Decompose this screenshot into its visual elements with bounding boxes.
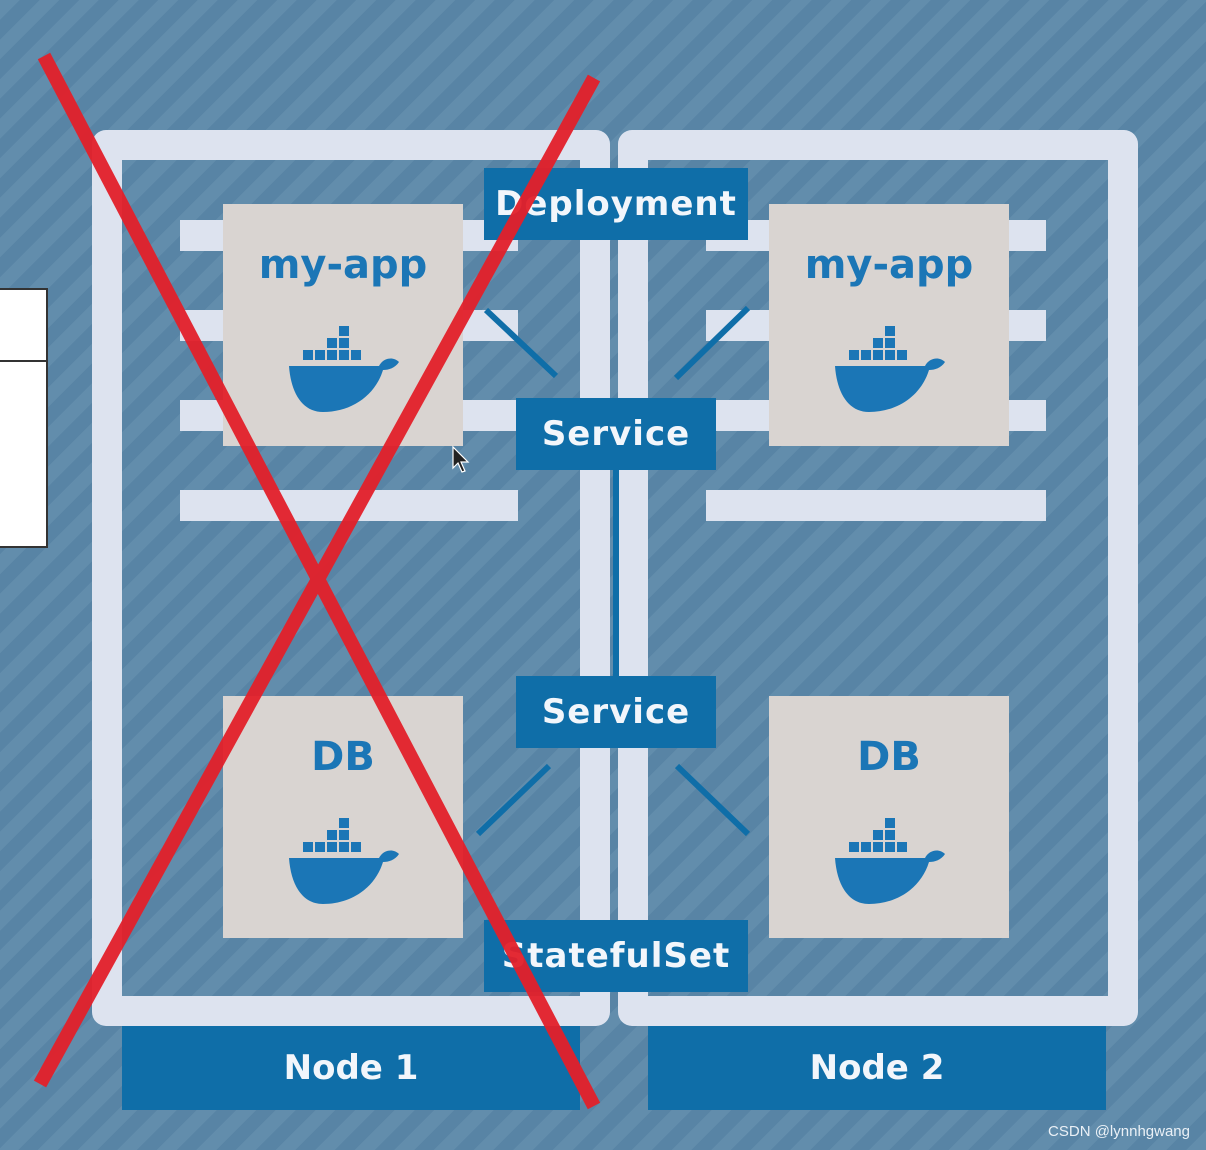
docker-whale-icon	[289, 818, 399, 904]
node2-inner-rail	[618, 165, 648, 995]
node1-label: Node 1	[122, 1026, 580, 1110]
node2-bar-4	[706, 490, 1046, 521]
side-panel-top	[0, 288, 48, 362]
pod-db-right: DB	[769, 696, 1009, 938]
pod-label: DB	[857, 734, 921, 780]
side-panel-bottom	[0, 360, 48, 548]
pod-db-left: DB	[223, 696, 463, 938]
cross-line-2	[33, 74, 601, 1088]
connector-app1-service	[483, 307, 559, 379]
connector-service-db2	[674, 763, 751, 837]
node1-inner-rail	[580, 165, 610, 995]
docker-whale-icon	[835, 326, 945, 412]
docker-whale-icon	[835, 818, 945, 904]
connector-app2-service	[673, 305, 751, 381]
connector-service-db1	[475, 763, 552, 837]
pod-label: my-app	[804, 242, 974, 288]
service-top-label: Service	[516, 398, 716, 470]
pod-my-app-right: my-app	[769, 204, 1009, 446]
watermark: CSDN @lynnhgwang	[1048, 1123, 1190, 1140]
pod-label: my-app	[258, 242, 428, 288]
service-bottom-label: Service	[516, 676, 716, 748]
pod-my-app-left: my-app	[223, 204, 463, 446]
node2-label: Node 2	[648, 1026, 1106, 1110]
docker-whale-icon	[289, 326, 399, 412]
pod-label: DB	[311, 734, 375, 780]
